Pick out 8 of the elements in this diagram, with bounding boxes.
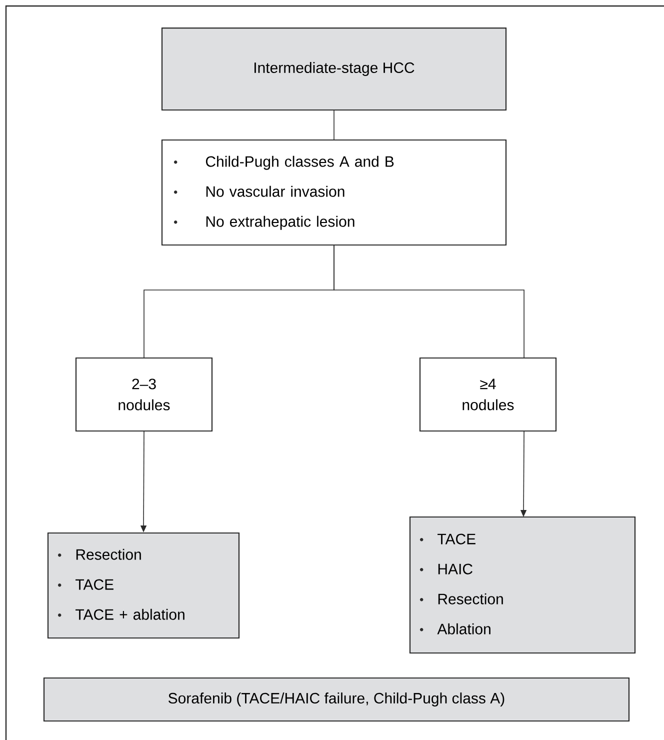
- process-box: 2–3 nodules: [75, 357, 213, 432]
- process-box: ≥4 nodules: [419, 357, 557, 432]
- outcome-box: Sorafenib (TACE/HAIC failure, Child-Pugh class A): [43, 677, 630, 722]
- bulleted-list-box: TACE HAIC Resection Ablation: [409, 516, 636, 654]
- connector-line: [334, 245, 524, 358]
- bulleted-list-box: Resection TACE TACE + ablation: [47, 532, 240, 639]
- process-box: Intermediate-stage HCC: [161, 27, 507, 111]
- bulleted-list-box: Child-Pugh classes A and B No vascular invasion No extrahepatic lesion: [161, 139, 507, 246]
